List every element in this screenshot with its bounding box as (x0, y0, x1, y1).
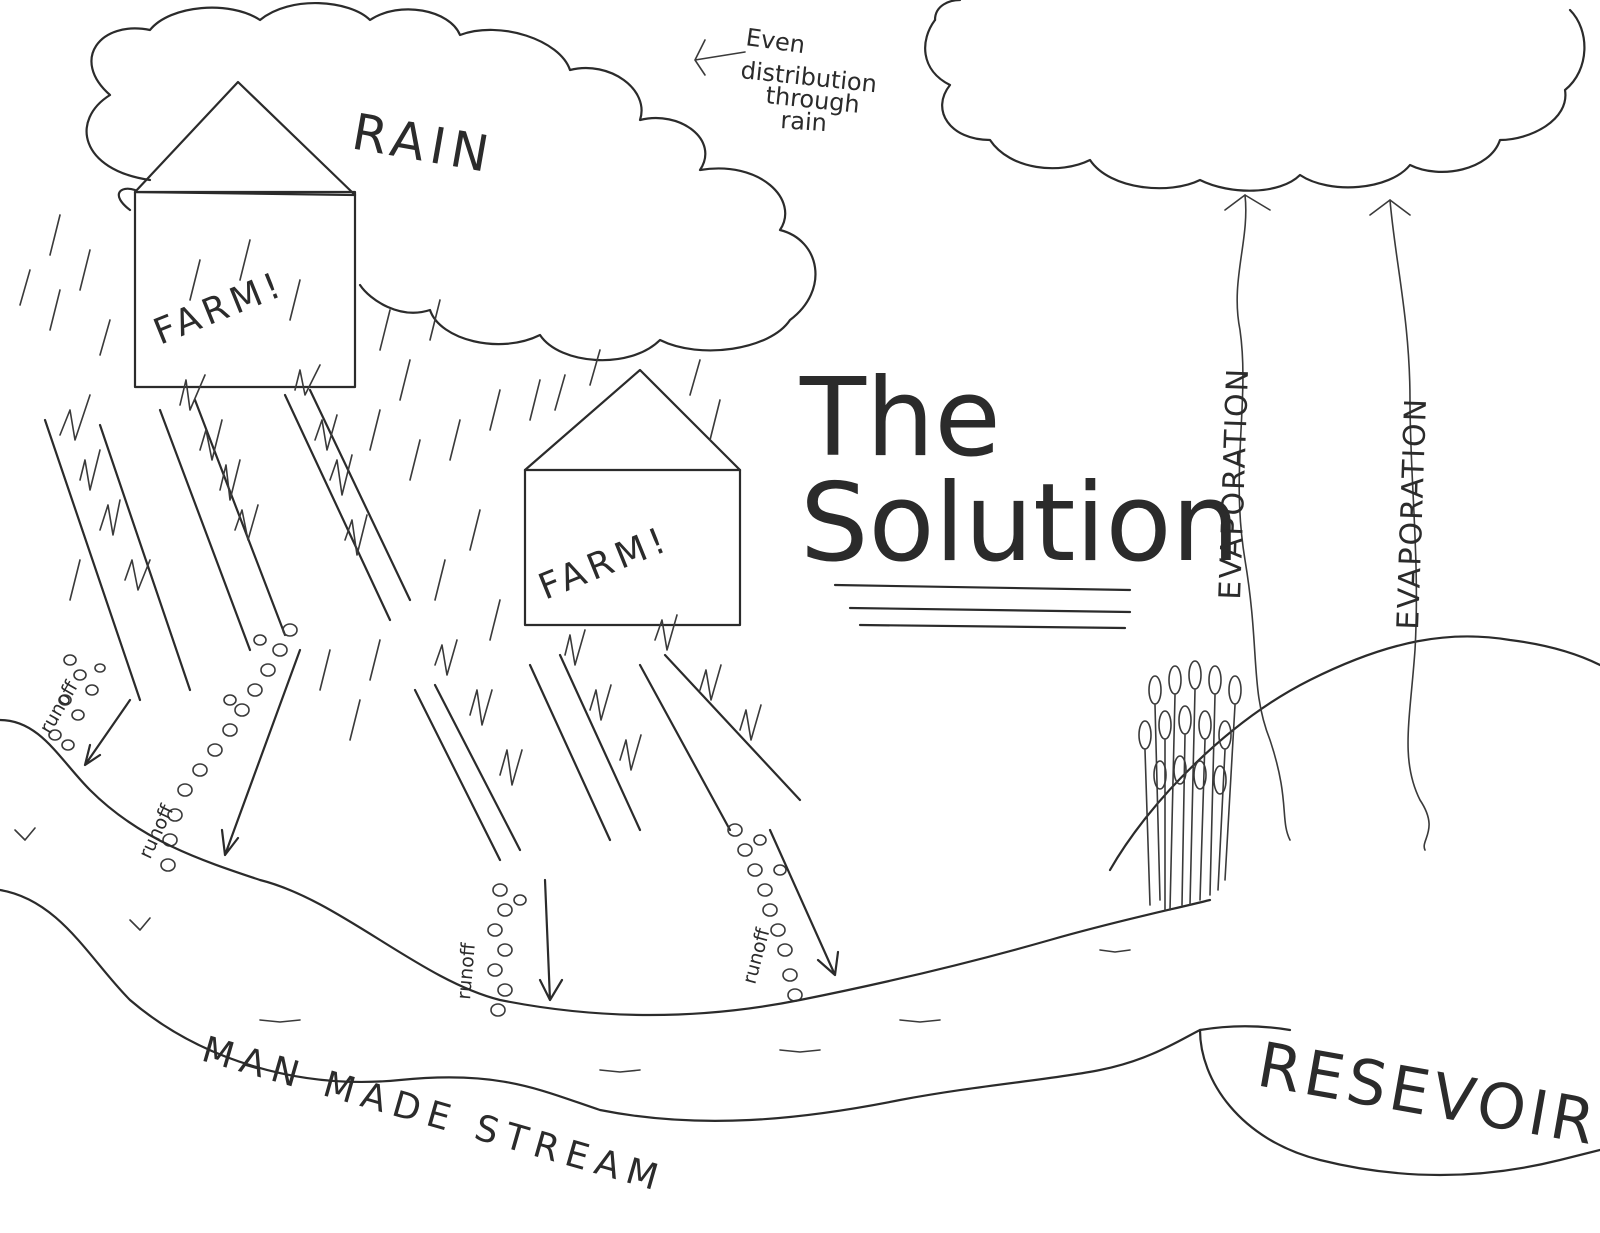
runoff-label-1: runoff (35, 677, 83, 738)
left-cloud (85, 2, 817, 362)
reservoir-top (1198, 1025, 1292, 1032)
right-cloud-top (933, 0, 962, 22)
rain-streaks (19, 214, 721, 741)
title-line-2: Solution (800, 461, 1240, 586)
runoff-3: runoff (453, 878, 564, 1017)
crop-rows-2 (413, 653, 802, 862)
note-arrow (694, 39, 746, 76)
evaporation-label-1: EVAPORATION (1213, 366, 1256, 600)
farm-1: FARM! (133, 80, 357, 389)
runoff-2: runoff (135, 623, 302, 872)
evaporation-2: EVAPORATION (1369, 199, 1434, 851)
farm-2: FARM! (523, 368, 742, 627)
farm-2-building (523, 468, 742, 627)
crop-plants-1 (59, 364, 368, 591)
farm-2-label: FARM! (533, 519, 676, 609)
runoff-label-3: runoff (453, 941, 480, 1000)
crop-plants-2 (434, 614, 762, 786)
right-cloud (924, 8, 1586, 192)
stream-label: MAN MADE STREAM (198, 1029, 671, 1201)
runoff-4: runoff (727, 823, 840, 1002)
farm-2-roof (523, 368, 742, 472)
stream-lower-bank (0, 888, 1202, 1122)
evaporation-label-2: EVAPORATION (1391, 396, 1434, 630)
runoff-label-4: runoff (739, 925, 775, 986)
farm-1-building (133, 190, 357, 389)
farm-1-roof (133, 80, 357, 197)
note-line-1: Even (744, 23, 807, 59)
evaporation-1: EVAPORATION (1213, 194, 1291, 841)
runoff-label-2: runoff (135, 801, 179, 862)
stream-ripples (14, 827, 1131, 1073)
title-line-1: The (799, 356, 1001, 481)
note-line-4: rain (780, 106, 828, 137)
stream-upper-bank (0, 718, 1212, 1017)
left-cloud-lower (117, 187, 137, 212)
farm-1-label: FARM! (148, 264, 291, 354)
rain-label: RAIN (348, 103, 499, 185)
reservoir-outline (1198, 1028, 1600, 1177)
title-underline (833, 583, 1132, 630)
reeds (1138, 660, 1242, 911)
reservoir-label: RESEVOIR (1252, 1028, 1600, 1160)
runoff-1: runoff (35, 654, 132, 767)
